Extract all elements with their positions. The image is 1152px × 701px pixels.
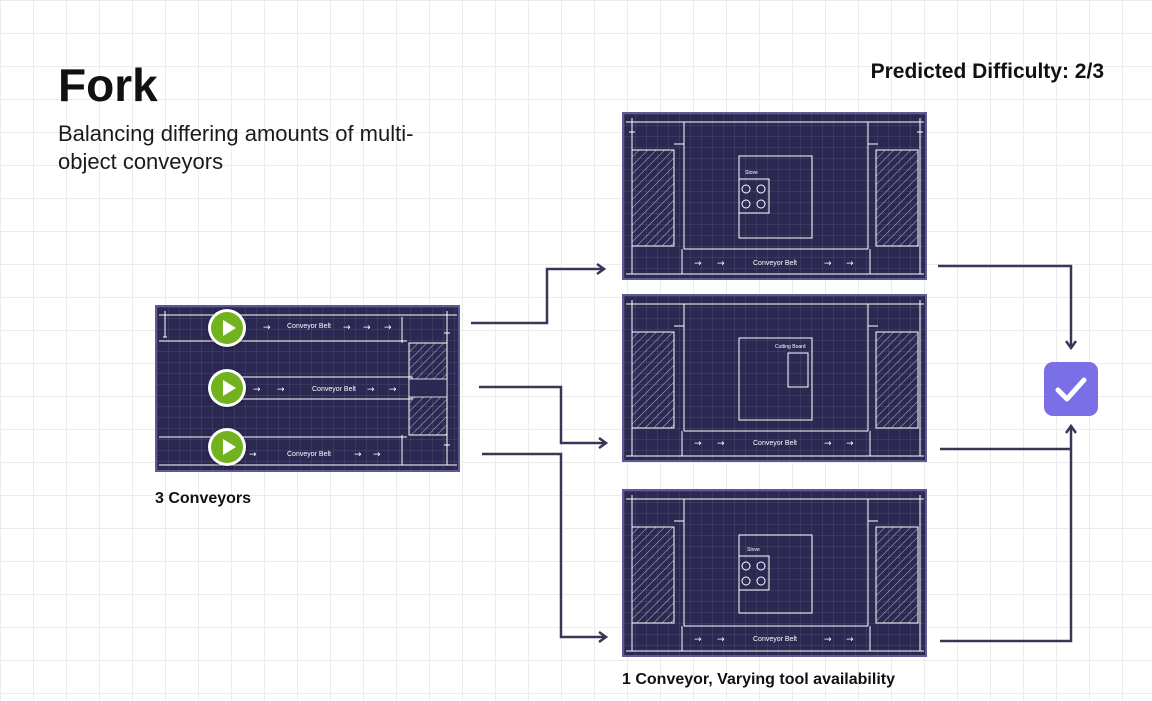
checkmark-badge [1044, 362, 1098, 416]
svg-text:→: → [824, 635, 832, 645]
svg-text:→: → [846, 635, 854, 645]
play-button-3[interactable] [208, 428, 246, 466]
svg-text:→: → [384, 323, 392, 333]
play-icon [223, 320, 236, 336]
svg-text:→: → [694, 259, 702, 269]
connector-top-to-check [938, 264, 1071, 348]
stove-label: Stove [747, 547, 760, 553]
caption-one-conveyor: 1 Conveyor, Varying tool availability [622, 671, 895, 688]
svg-text:→: → [367, 385, 375, 395]
kitchen-floorplan: Stove → → Conveyor Belt → → [626, 118, 924, 275]
connector-to-top [471, 269, 604, 325]
checkmark-icon [1055, 377, 1087, 402]
svg-text:→: → [717, 439, 725, 449]
svg-text:→: → [846, 439, 854, 449]
svg-text:→: → [354, 450, 362, 460]
play-icon [223, 380, 236, 396]
belt-label-3: Conveyor Belt [287, 451, 331, 458]
play-icon [223, 439, 236, 455]
svg-text:→: → [343, 323, 351, 333]
difficulty-label: Predicted Difficulty: 2/3 [870, 60, 1104, 83]
svg-text:→: → [824, 439, 832, 449]
belt-label-top: Conveyor Belt [753, 260, 797, 267]
belt-label-1: Conveyor Belt [287, 323, 331, 330]
kitchen-floorplan: Cutting Board → → Conveyor Belt → → [626, 300, 924, 457]
svg-text:→: → [363, 323, 371, 333]
svg-text:→: → [846, 259, 854, 269]
svg-text:→: → [694, 635, 702, 645]
svg-text:→: → [373, 450, 381, 460]
svg-text:→: → [694, 439, 702, 449]
page-subtitle: Balancing differing amounts of multi-obj… [58, 121, 414, 174]
play-button-2[interactable] [208, 369, 246, 407]
svg-text:→: → [717, 259, 725, 269]
belt-label-middle: Conveyor Belt [753, 440, 797, 447]
page-title: Fork [58, 59, 158, 111]
connector-to-middle [479, 385, 606, 443]
caption-three-conveyors: 3 Conveyors [155, 490, 252, 507]
svg-text:→: → [824, 259, 832, 269]
svg-text:→: → [277, 385, 285, 395]
cutting-board-label: Cutting Board [775, 344, 806, 350]
kitchen-panel-three-conveyors: → Conveyor Belt → → → → → Conveyor Belt … [155, 305, 460, 472]
belt-label-2: Conveyor Belt [312, 386, 356, 393]
svg-text:→: → [253, 385, 261, 395]
kitchen-floorplan: Stove → → Conveyor Belt → → [626, 495, 924, 652]
svg-text:→: → [263, 323, 271, 333]
kitchen-panel-stove-top: Stove → → Conveyor Belt → → [622, 112, 927, 280]
connector-bottom-to-check [940, 426, 1071, 643]
kitchen-panel-cutting-board: Cutting Board → → Conveyor Belt → → [622, 294, 927, 462]
connector-to-bottom [482, 452, 606, 637]
kitchen-panel-stove-bottom: Stove → → Conveyor Belt → → [622, 489, 927, 657]
kitchen-floorplan: → Conveyor Belt → → → → → Conveyor Belt … [159, 311, 457, 466]
svg-text:→: → [717, 635, 725, 645]
stove-label: Stove [745, 170, 758, 176]
play-button-1[interactable] [208, 309, 246, 347]
belt-label-bottom: Conveyor Belt [753, 636, 797, 643]
svg-text:→: → [249, 450, 257, 460]
svg-text:→: → [389, 385, 397, 395]
